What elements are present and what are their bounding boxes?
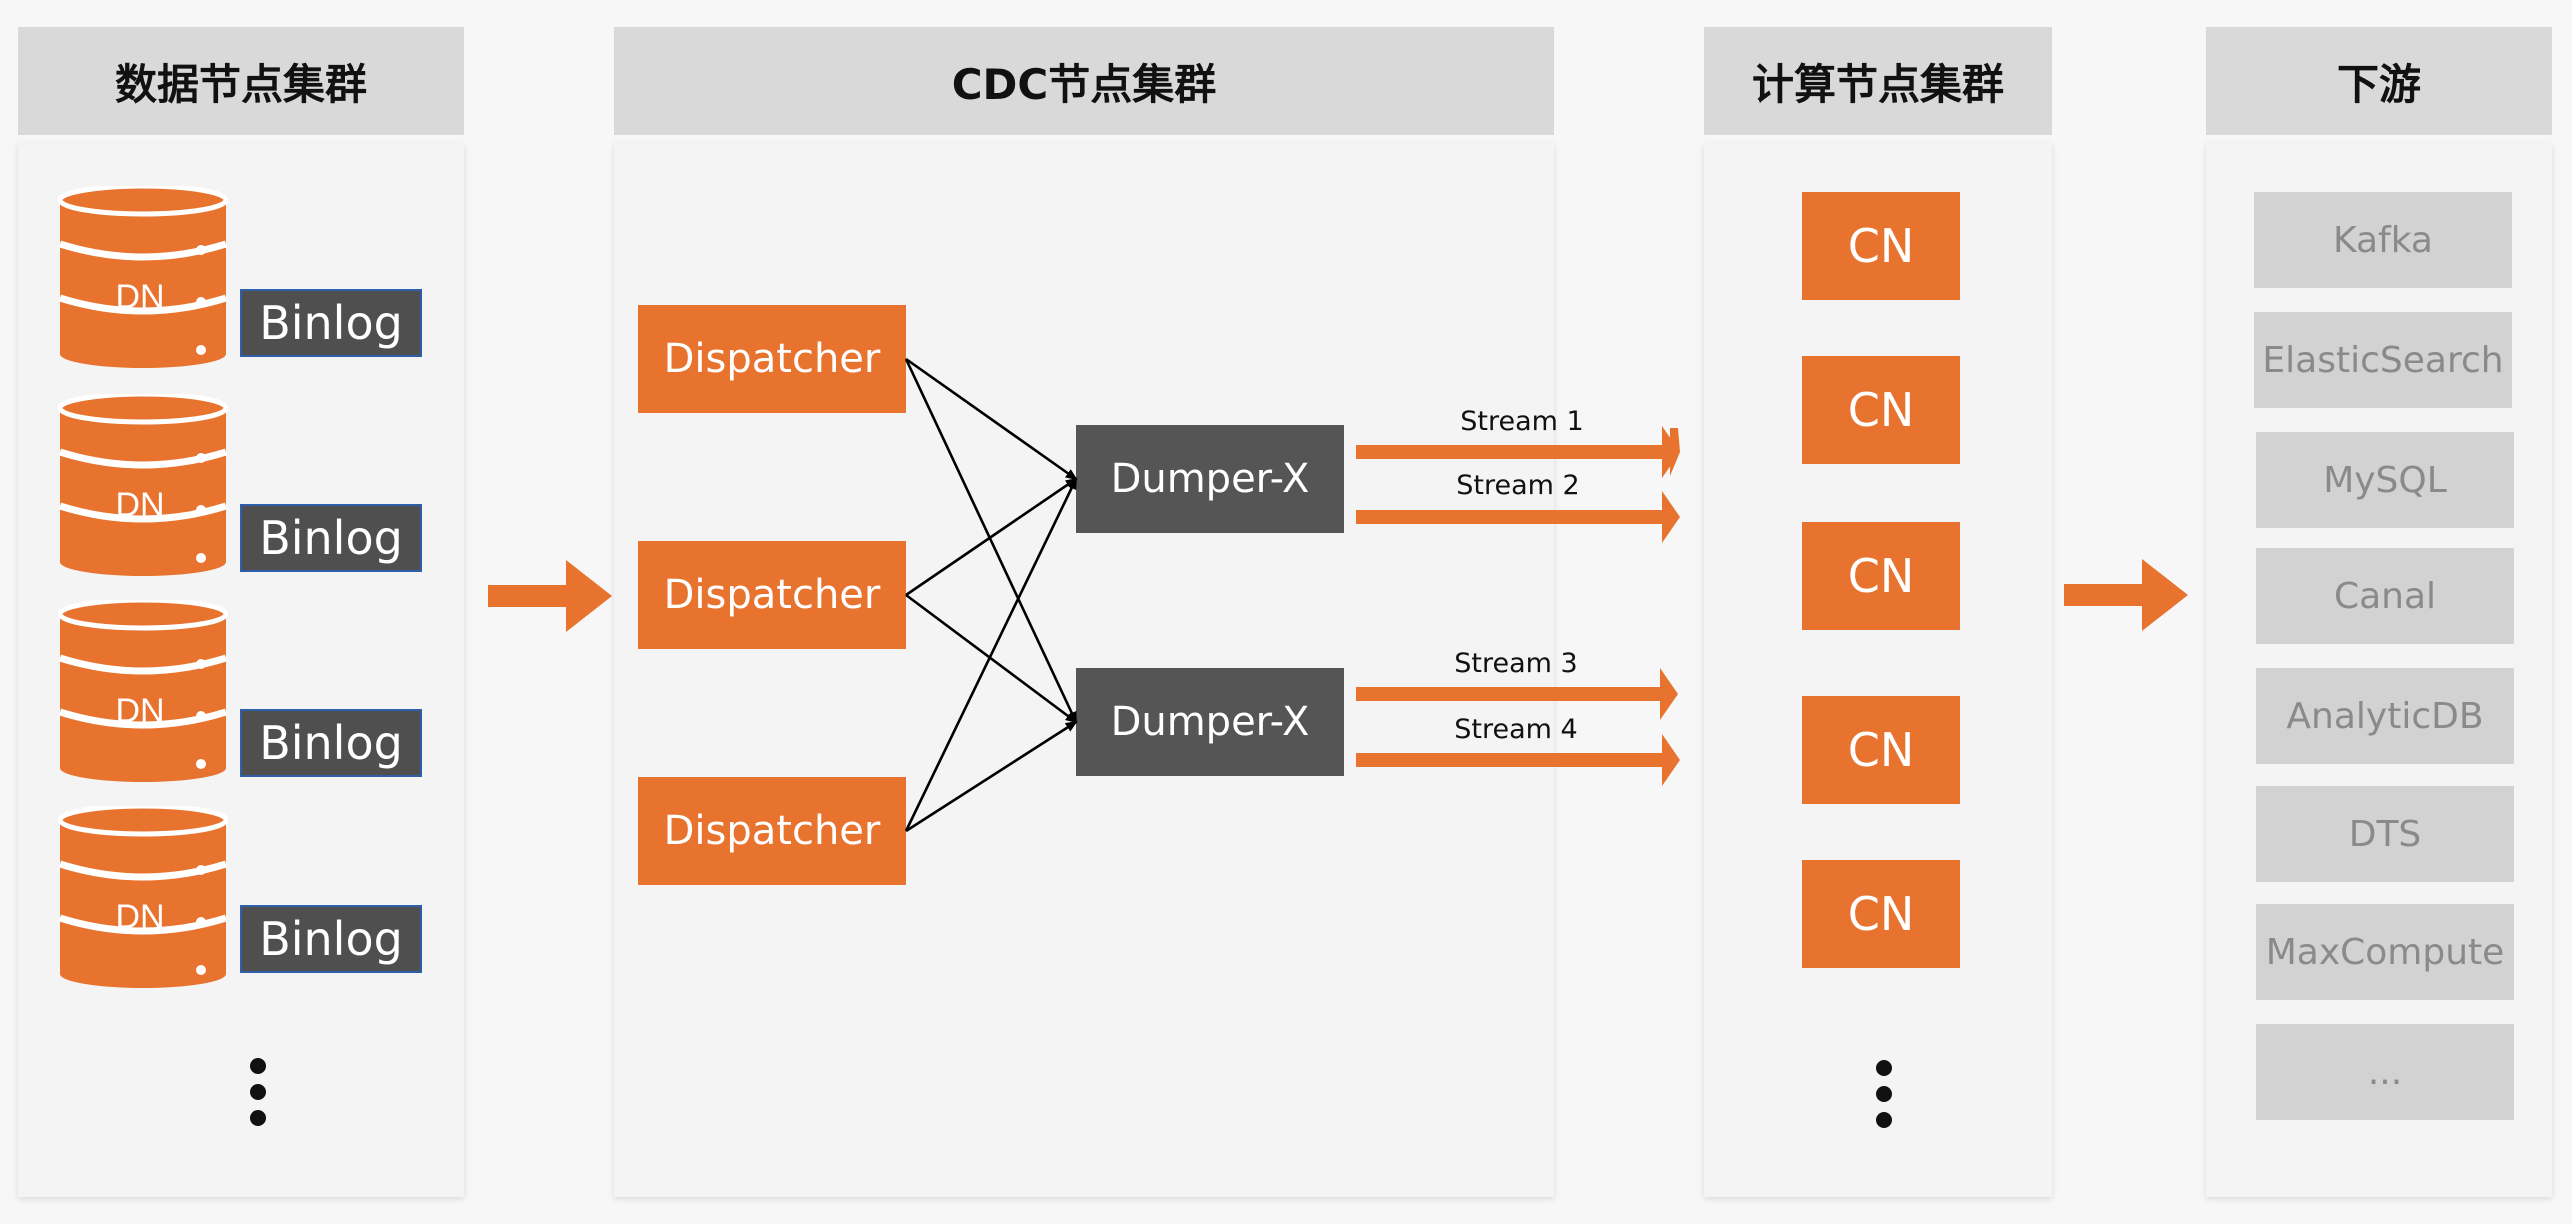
downstream-target: Canal xyxy=(2256,548,2514,644)
stream-label: Stream 2 xyxy=(1456,470,1580,501)
binlog-box: Binlog xyxy=(240,905,422,973)
compute-cluster-header: 计算节点集群 xyxy=(1704,27,2052,135)
data-node-4: DN xyxy=(57,803,229,988)
stream-arrow xyxy=(1356,668,1678,720)
dispatch-connectors xyxy=(904,357,1078,833)
downstream-target: MaxCompute xyxy=(2256,904,2514,1000)
dispatcher-node: Dispatcher xyxy=(638,541,906,649)
dispatcher-node: Dispatcher xyxy=(638,305,906,413)
compute-node: CN xyxy=(1802,860,1960,968)
db-label: DN xyxy=(115,692,164,730)
arrow-right-icon xyxy=(2064,559,2188,631)
arrow-right-icon xyxy=(488,560,612,632)
downstream-header: 下游 xyxy=(2206,27,2552,135)
downstream-target: DTS xyxy=(2256,786,2514,882)
db-label: DN xyxy=(115,898,164,936)
compute-node: CN xyxy=(1802,192,1960,300)
stream-arrow xyxy=(1356,491,1680,543)
dumper-node: Dumper-X xyxy=(1076,425,1344,533)
db-label: DN xyxy=(115,486,164,524)
dispatcher-node: Dispatcher xyxy=(638,777,906,885)
vertical-ellipsis-icon xyxy=(244,1056,272,1128)
stream-arrow xyxy=(1356,426,1680,478)
compute-node: CN xyxy=(1802,696,1960,804)
db-label: DN xyxy=(115,278,164,316)
database-icon: DN xyxy=(57,803,229,988)
binlog-box: Binlog xyxy=(240,289,422,357)
downstream-target: MySQL xyxy=(2256,432,2514,528)
downstream-target: ... xyxy=(2256,1024,2514,1120)
database-icon: DN xyxy=(57,391,229,576)
stream-label: Stream 3 xyxy=(1454,648,1578,679)
downstream-target: Kafka xyxy=(2254,192,2512,288)
stream-label: Stream 1 xyxy=(1460,406,1584,437)
data-node-2: DN xyxy=(57,391,229,576)
dumper-node: Dumper-X xyxy=(1076,668,1344,776)
database-icon: DN xyxy=(57,183,229,368)
vertical-ellipsis-icon xyxy=(1870,1058,1898,1130)
stream-label: Stream 4 xyxy=(1454,714,1578,745)
compute-node: CN xyxy=(1802,356,1960,464)
downstream-target: ElasticSearch xyxy=(2254,312,2512,408)
binlog-box: Binlog xyxy=(240,504,422,572)
binlog-box: Binlog xyxy=(240,709,422,777)
stream-arrow xyxy=(1356,734,1680,786)
cdc-cluster-header: CDC节点集群 xyxy=(614,27,1554,135)
compute-node: CN xyxy=(1802,522,1960,630)
downstream-target: AnalyticDB xyxy=(2256,668,2514,764)
database-icon: DN xyxy=(57,597,229,782)
compute-cluster-panel xyxy=(1704,143,2052,1197)
data-node-3: DN xyxy=(57,597,229,782)
data-node-1: DN xyxy=(57,183,229,368)
data-nodes-header: 数据节点集群 xyxy=(18,27,464,135)
